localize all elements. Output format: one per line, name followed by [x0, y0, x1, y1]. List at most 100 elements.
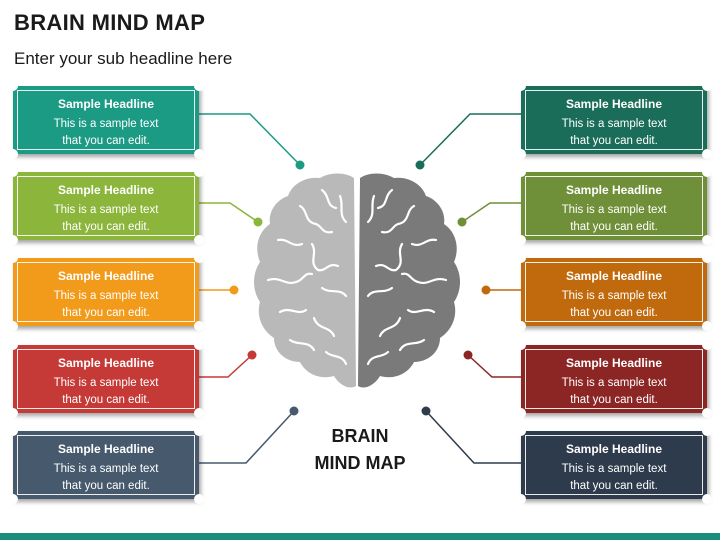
card-corner-notch — [702, 81, 712, 91]
center-label: BRAIN MIND MAP — [300, 423, 420, 477]
card-corner-notch — [8, 167, 18, 177]
card-headline: Sample Headline — [565, 269, 663, 283]
card-text-line2: that you can edit. — [570, 135, 658, 147]
card-border — [17, 90, 195, 150]
card-text-line1: This is a sample text — [53, 463, 159, 475]
card-headline: Sample Headline — [57, 356, 155, 370]
left-connector-2-dot — [253, 217, 263, 227]
right-connector-1-line — [419, 113, 521, 166]
card-text-line1: This is a sample text — [53, 290, 159, 302]
card-corner-notch — [702, 321, 712, 331]
card-corner-notch — [8, 81, 18, 91]
card-text: This is a sample text that you can edit. — [521, 375, 707, 409]
brain-left-hemisphere — [254, 173, 356, 388]
card-corner-notch — [702, 149, 712, 159]
center-label-line1: BRAIN — [331, 426, 389, 446]
card-corner-notch — [194, 253, 204, 263]
card-text-line1: This is a sample text — [561, 204, 667, 216]
card-text-line2: that you can edit. — [570, 221, 658, 233]
card-corner-notch — [702, 340, 712, 350]
card-corner-notch — [8, 426, 18, 436]
card-headline: Sample Headline — [565, 356, 663, 370]
card-corner-notch — [8, 408, 18, 418]
card-headline: Sample Headline — [565, 97, 663, 111]
card-headline: Sample Headline — [57, 97, 155, 111]
card-headline: Sample Headline — [565, 183, 663, 197]
card-corner-notch — [516, 149, 526, 159]
card-border — [525, 435, 703, 495]
right-connector-2-dot — [457, 217, 467, 227]
card-text-line2: that you can edit. — [570, 307, 658, 319]
card-corner-notch — [702, 253, 712, 263]
center-label-line2: MIND MAP — [314, 453, 406, 473]
card-border — [525, 176, 703, 236]
card-headline: Sample Headline — [57, 183, 155, 197]
card-corner-notch — [702, 167, 712, 177]
card-text-line2: that you can edit. — [62, 307, 150, 319]
card-corner-notch — [8, 494, 18, 504]
left-connector-1-line — [199, 113, 301, 166]
accent-bar — [0, 533, 720, 540]
right-connector-4-line — [467, 354, 521, 378]
card-text-line1: This is a sample text — [53, 204, 159, 216]
card-corner-notch — [516, 340, 526, 350]
card-corner-notch — [8, 149, 18, 159]
card-border — [17, 435, 195, 495]
card-corner-notch — [194, 340, 204, 350]
card-corner-notch — [702, 408, 712, 418]
card-text: This is a sample text that you can edit. — [521, 202, 707, 236]
left-connector-2-line — [199, 202, 259, 223]
card-corner-notch — [8, 235, 18, 245]
brain-folds — [266, 188, 448, 366]
card-text-line1: This is a sample text — [561, 118, 667, 130]
card-text-line1: This is a sample text — [53, 377, 159, 389]
page-subtitle: Enter your sub headline here — [14, 49, 233, 68]
card-corner-notch — [194, 81, 204, 91]
card-corner-notch — [516, 408, 526, 418]
card-border — [17, 349, 195, 409]
left-connector-4-line — [199, 354, 253, 378]
right-connector-3-dot — [481, 285, 491, 295]
card-text-line2: that you can edit. — [62, 221, 150, 233]
card-text: This is a sample text that you can edit. — [13, 202, 199, 236]
left-connector-4-dot — [247, 350, 257, 360]
right-connector-4-dot — [463, 350, 473, 360]
card-corner-notch — [194, 167, 204, 177]
card-text-line1: This is a sample text — [561, 377, 667, 389]
card-text-line1: This is a sample text — [561, 463, 667, 475]
left-connector-1-dot — [295, 160, 305, 170]
card-corner-notch — [516, 426, 526, 436]
card-corner-notch — [194, 149, 204, 159]
card-corner-notch — [516, 235, 526, 245]
card-text-line2: that you can edit. — [62, 394, 150, 406]
brain-right-hemisphere — [358, 173, 460, 388]
card-headline: Sample Headline — [57, 442, 155, 456]
right-connector-5-dot — [421, 406, 431, 416]
card-corner-notch — [516, 253, 526, 263]
card-corner-notch — [194, 235, 204, 245]
card-text-line2: that you can edit. — [570, 394, 658, 406]
card-corner-notch — [702, 235, 712, 245]
card-corner-notch — [194, 426, 204, 436]
card-corner-notch — [8, 321, 18, 331]
card-corner-notch — [516, 81, 526, 91]
right-connector-2-line — [461, 202, 521, 223]
card-text-line1: This is a sample text — [53, 118, 159, 130]
card-text-line2: that you can edit. — [62, 135, 150, 147]
card-text: This is a sample text that you can edit. — [521, 116, 707, 150]
